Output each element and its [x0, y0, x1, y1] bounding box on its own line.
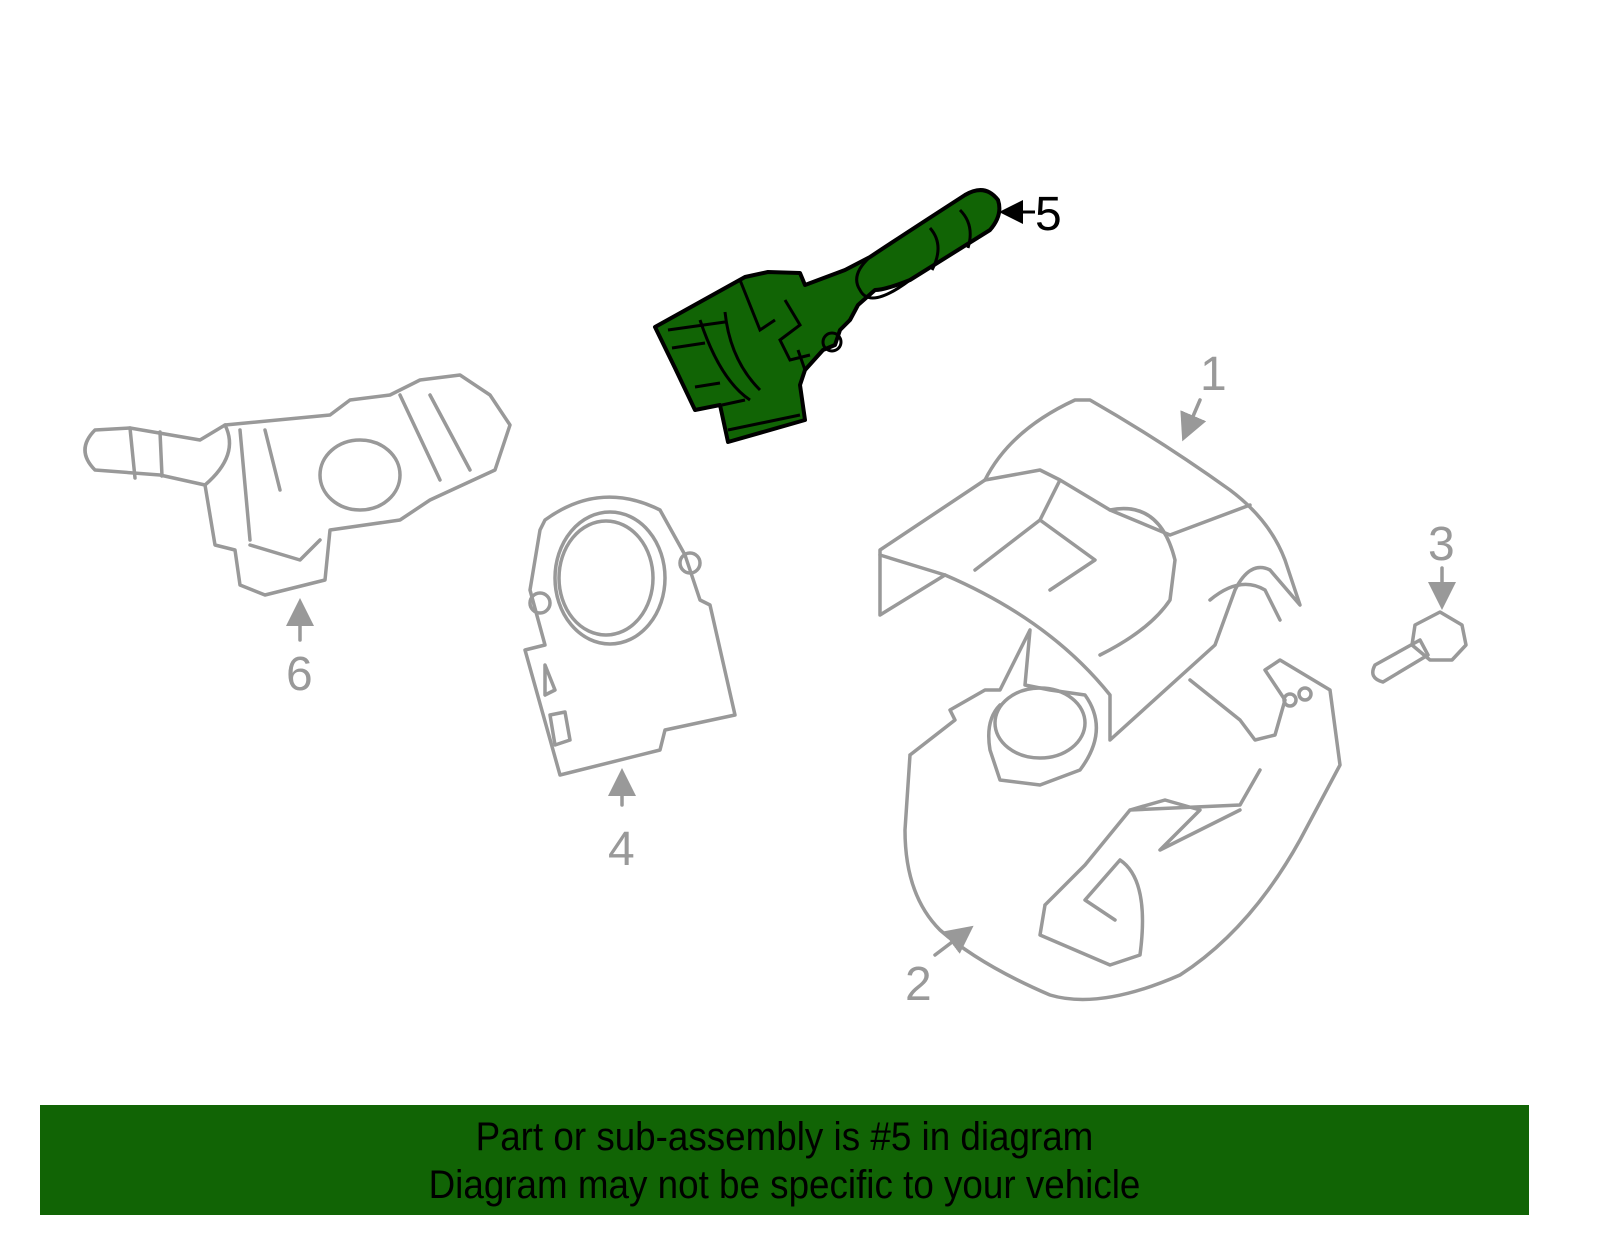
callout-5: 5: [1035, 188, 1062, 241]
part-3-bolt[interactable]: [1371, 610, 1468, 684]
part-6-combination-switch[interactable]: [83, 373, 512, 597]
callout-3: 3: [1428, 518, 1455, 571]
parts-diagram: 6 4 1 2 3 5: [83, 188, 1468, 1011]
part-5-wiper-switch-highlighted[interactable]: [653, 188, 1002, 444]
banner-line-1: Part or sub-assembly is #5 in diagram: [475, 1115, 1094, 1159]
callout-2: 2: [905, 958, 932, 1011]
banner-line-2: Diagram may not be specific to your vehi…: [428, 1163, 1141, 1207]
part-1-upper-column-cover[interactable]: [878, 398, 1302, 742]
callout-6: 6: [286, 648, 313, 701]
part-4-clock-spring[interactable]: [523, 495, 737, 777]
info-banner: Part or sub-assembly is #5 in diagram Di…: [40, 1105, 1529, 1215]
callout-1: 1: [1200, 348, 1227, 401]
callout-4: 4: [608, 823, 635, 876]
part-2-lower-column-cover[interactable]: [903, 628, 1342, 1002]
